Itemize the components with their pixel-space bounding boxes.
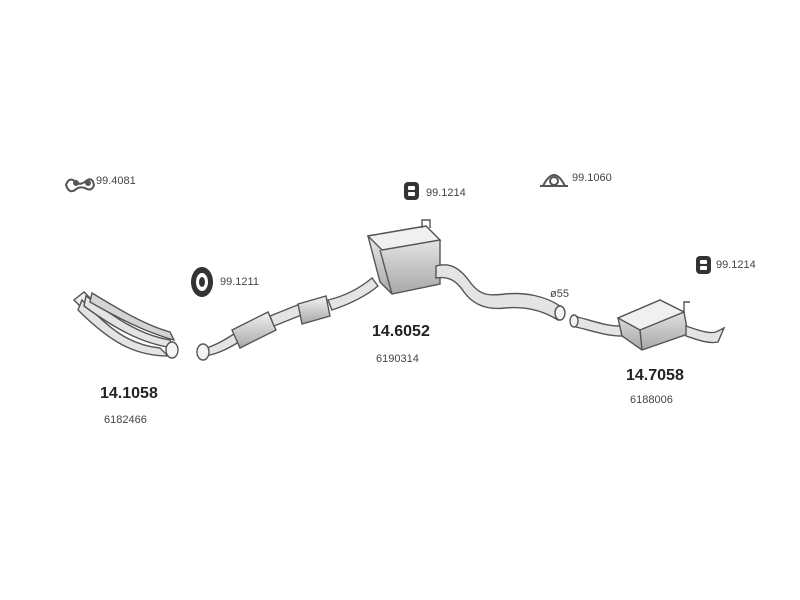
accessory-code: 99.1211 — [220, 276, 259, 288]
rear-silencer-drawing — [569, 299, 726, 351]
mounting-ring-icon — [191, 267, 213, 297]
accessory-code: 99.4081 — [96, 175, 136, 187]
clamp-icon — [64, 178, 96, 193]
part-number: 14.1058 — [100, 385, 158, 402]
accessory-code: 99.1214 — [716, 259, 756, 271]
diameter-annotation: ø55 — [550, 288, 569, 300]
part-number: 14.7058 — [626, 367, 684, 384]
rubber-hanger-icon — [696, 256, 711, 274]
oe-number: 6190314 — [376, 353, 419, 365]
accessory-code: 99.1060 — [572, 172, 612, 184]
oe-number: 6188006 — [630, 394, 673, 406]
oe-number: 6182466 — [104, 414, 147, 426]
u-bolt-clamp-icon — [540, 174, 568, 187]
center-pipe-drawing — [196, 219, 566, 361]
accessory-code: 99.1214 — [426, 187, 466, 199]
front-pipe-drawing — [72, 291, 179, 359]
part-number: 14.6052 — [372, 323, 430, 340]
rubber-hanger-icon — [404, 182, 419, 200]
